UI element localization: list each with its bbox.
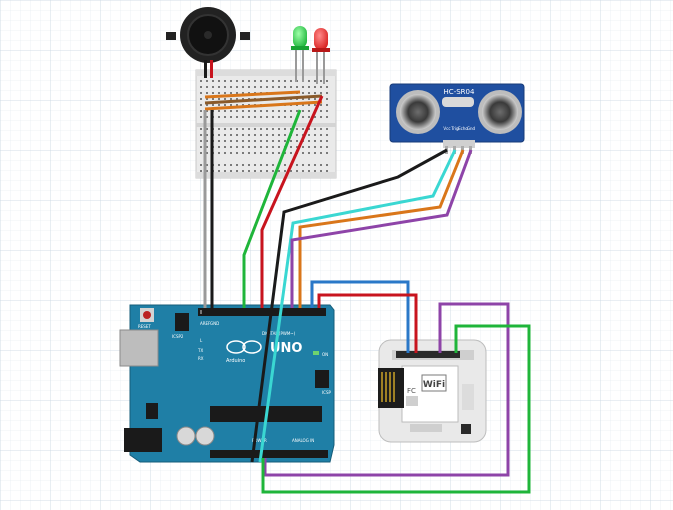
- aref-label: AREF: [200, 321, 211, 326]
- breadboard-jumpers: [204, 90, 323, 111]
- sensor-pin-echo: Echo: [458, 126, 468, 131]
- brand-label: Arduino: [226, 358, 245, 364]
- sensor-pin-gnd: Gnd: [467, 126, 476, 131]
- analog-label: ANALOG IN: [292, 438, 314, 443]
- wire-wifi-purple: [263, 302, 510, 477]
- l-label: L: [200, 338, 203, 343]
- reset-label: RESET: [138, 324, 151, 329]
- icsp-label: ICSP: [322, 390, 332, 395]
- wifi-shield[interactable]: WiFi FC: [378, 339, 487, 443]
- wire-sensor-cyan: [258, 149, 457, 463]
- wire-sensor-purple: [290, 149, 473, 308]
- sensor-pin-vcc: Vcc: [443, 126, 450, 131]
- wire-led-red: [260, 95, 324, 308]
- piezo-buzzer[interactable]: [166, 7, 250, 78]
- led-green[interactable]: [291, 26, 309, 82]
- sensor-pin-trig: Trig: [450, 126, 459, 131]
- power-label: POWER: [252, 438, 267, 443]
- tx-label: TX: [197, 348, 203, 353]
- wire-wifi-red: [317, 293, 418, 353]
- arduino-logo: UNO Arduino: [226, 340, 303, 364]
- wire-led-green: [242, 109, 302, 308]
- wire-wifi-blue: [310, 280, 410, 353]
- sensor-label: HC-SR04: [444, 88, 475, 96]
- wire-sensor-orange: [298, 149, 465, 308]
- model-label: UNO: [270, 341, 303, 356]
- wires: [203, 95, 531, 494]
- breadboard[interactable]: [195, 69, 337, 179]
- wire-sensor-black: [250, 148, 448, 463]
- ultrasonic-sensor[interactable]: HC-SR04 Vcc Trig Echo Gnd: [389, 83, 525, 154]
- gnd-label: GND: [210, 321, 219, 326]
- rx-label: RX: [198, 356, 204, 361]
- icsp2-label: ICSP2: [172, 334, 184, 339]
- wire-wifi-green: [261, 324, 531, 494]
- on-label: ON: [322, 352, 328, 357]
- led-red[interactable]: [312, 28, 330, 84]
- arduino-uno[interactable]: RESET ICSP2 AREF GND DIGITAL (PWM~) TX R…: [119, 304, 335, 463]
- fc-mark: FC: [407, 387, 416, 395]
- wifi-label: WiFi: [423, 380, 445, 390]
